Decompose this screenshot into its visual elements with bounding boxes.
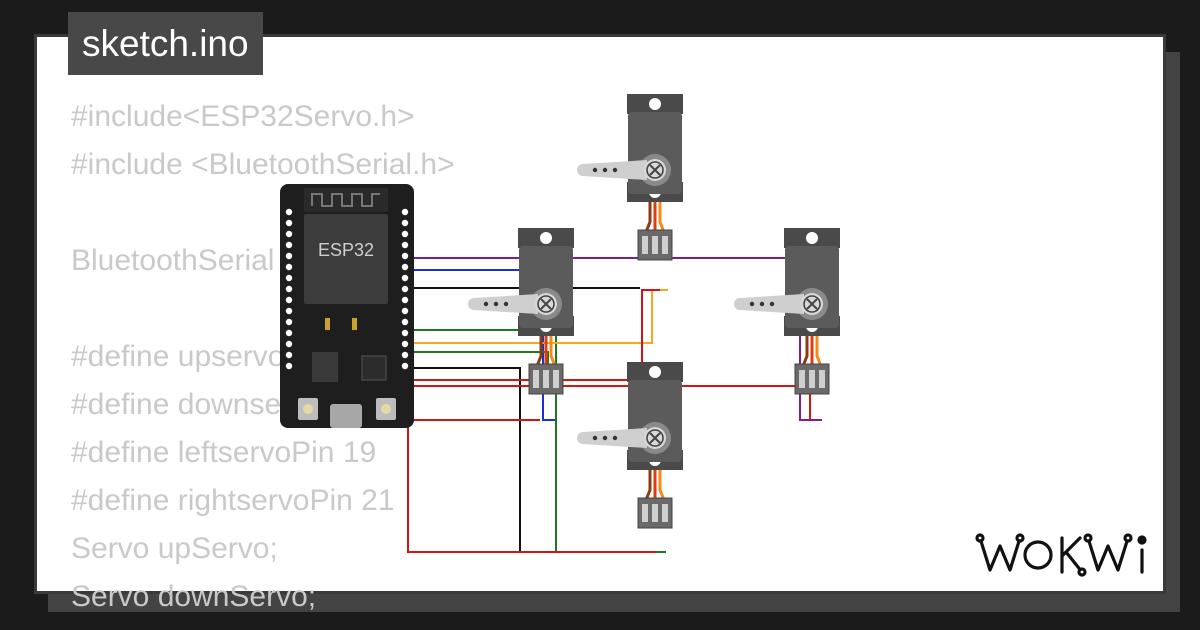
header-pin[interactable] [285,329,293,337]
preview-card: #include<ESP32Servo.h> #include <Bluetoot… [34,34,1166,613]
header-pin[interactable] [285,241,293,249]
wire-red [408,289,660,381]
header-pin[interactable] [285,252,293,260]
header-pin[interactable] [285,208,293,216]
header-pin[interactable] [401,252,409,260]
header-pin[interactable] [401,274,409,282]
header-pin[interactable] [285,285,293,293]
esp32-board[interactable]: ESP32 [280,184,414,428]
header-pin[interactable] [401,285,409,293]
wire-blue [408,269,556,421]
code-preview: #include<ESP32Servo.h> #include <Bluetoot… [71,93,455,621]
code-line: #include <BluetoothSerial.h> [71,148,455,181]
header-pin[interactable] [285,296,293,304]
header-pin[interactable] [401,296,409,304]
header-pin[interactable] [401,241,409,249]
board-label: ESP32 [318,240,374,260]
servo-up[interactable] [575,92,685,262]
servo-right[interactable] [732,226,842,396]
header-pin[interactable] [285,274,293,282]
header-pin[interactable] [401,318,409,326]
header-pin[interactable] [401,219,409,227]
header-pin[interactable] [401,307,409,315]
code-line: #include<ESP32Servo.h> [71,100,415,133]
code-line: Servo upServo; [71,532,278,565]
header-pin[interactable] [285,351,293,359]
header-pin[interactable] [401,263,409,271]
wire-red-2 [408,385,811,420]
header-pin[interactable] [285,219,293,227]
header-pin[interactable] [401,351,409,359]
code-line: Servo downServo; [71,580,317,613]
wire-red-4 [407,386,656,553]
header-pin[interactable] [401,329,409,337]
wire-black-2 [408,367,656,553]
header-pin[interactable] [285,362,293,370]
wire-purple [408,257,822,421]
header-pin[interactable] [285,263,293,271]
header-pin[interactable] [401,340,409,348]
header-pin[interactable] [285,307,293,315]
header-pin[interactable] [285,230,293,238]
header-pin[interactable] [285,340,293,348]
header-pin[interactable] [401,230,409,238]
header-pin[interactable] [401,362,409,370]
header-pin[interactable] [285,318,293,326]
wire-green-2 [408,351,549,390]
code-line: #define leftservoPin 19 [71,436,377,469]
wokwi-logo [975,533,1147,577]
header-pin[interactable] [401,208,409,216]
code-line: #define rightservoPin 21 [71,484,395,517]
file-tab[interactable]: sketch.ino [68,12,263,75]
